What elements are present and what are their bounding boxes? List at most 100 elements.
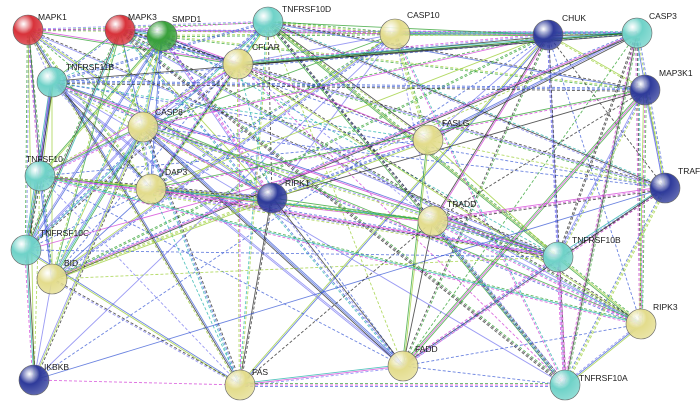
node-fas[interactable]: FAS <box>224 367 268 401</box>
edge-tnfsf10-tnfrsf10b <box>39 175 559 258</box>
edge-layer <box>24 20 667 387</box>
edge-tnfrsf10d-traf2 <box>268 20 666 188</box>
node-circle-tnfrsf10a[interactable] <box>549 369 581 401</box>
node-casp3[interactable]: CASP3 <box>621 11 677 49</box>
edge-casp8-fadd <box>141 127 403 368</box>
edge-tnfrsf11b-faslg <box>51 81 429 141</box>
node-circle-ripk3[interactable] <box>625 308 657 340</box>
node-circle-fadd[interactable] <box>387 350 419 382</box>
node-map3k1[interactable]: MAP3K1 <box>629 68 693 106</box>
node-label-tradd: TRADD <box>447 199 476 209</box>
node-chuk[interactable]: CHUK <box>532 13 586 51</box>
node-mapk3[interactable]: MAPK3 <box>104 12 157 46</box>
edge-mapk1-tnfrsf10c <box>24 29 28 250</box>
node-circle-tradd[interactable] <box>417 205 449 237</box>
node-circle-tnfrsf11b[interactable] <box>36 66 68 98</box>
node-ripk1[interactable]: RIPK1 <box>256 178 310 214</box>
edge-tradd-fadd <box>402 220 434 367</box>
edge-cflar-fas <box>238 63 242 385</box>
node-tnfrsf10a[interactable]: TNFRSF10A <box>549 369 628 401</box>
node-tnfrsf11b[interactable]: TNFRSF11B <box>36 62 114 98</box>
edge-tradd-tnfrsf10b <box>432 221 558 259</box>
node-circle-bid[interactable] <box>36 263 68 295</box>
edge-tradd-tnfrsf10a <box>431 221 565 387</box>
node-circle-casp8[interactable] <box>127 111 159 143</box>
edge-map3k1-fadd <box>401 88 645 366</box>
node-circle-ikbkb[interactable] <box>18 364 50 396</box>
node-tnfrsf10d[interactable]: TNFRSF10D <box>252 4 331 38</box>
edge-casp3-fadd <box>402 32 638 367</box>
edge-map3k1-dap3 <box>150 88 645 189</box>
node-circle-tnfrsf10d[interactable] <box>252 6 284 38</box>
edge-mapk3-tnfrsf10a <box>119 29 566 386</box>
edge-tradd-tnfrsf10a <box>432 220 566 386</box>
node-tnfsf10[interactable]: TNFSF10 <box>24 154 63 192</box>
edge-mapk1-dap3 <box>28 29 152 189</box>
edge-map3k1-ripk3 <box>641 90 647 325</box>
edge-casp3-faslg <box>427 32 638 141</box>
node-circle-mapk3[interactable] <box>104 14 136 46</box>
node-circle-mapk1[interactable] <box>12 14 44 46</box>
node-fadd[interactable]: FADD <box>387 344 438 382</box>
node-cflar[interactable]: CFLAR <box>222 42 280 80</box>
node-casp8[interactable]: CASP8 <box>127 107 183 143</box>
edge-smpd1-tnfsf10 <box>39 35 162 176</box>
edge-casp10-cflar <box>237 33 396 65</box>
node-label-dap3: DAP3 <box>165 167 187 177</box>
node-circle-traf2[interactable] <box>649 172 681 204</box>
edge-tradd-tnfrsf10b <box>433 219 559 257</box>
node-circle-tnfrsf10b[interactable] <box>542 241 574 273</box>
node-circle-casp10[interactable] <box>379 18 411 50</box>
node-circle-chuk[interactable] <box>532 19 564 51</box>
node-smpd1[interactable]: SMPD1 <box>146 14 202 52</box>
edge-chuk-casp8 <box>143 35 549 129</box>
node-tnfrsf10b[interactable]: TNFRSF10B <box>542 235 621 273</box>
edge-fadd-fas <box>239 364 403 385</box>
edge-tnfrsf10b-fadd <box>402 256 559 367</box>
node-tnfrsf10c[interactable]: TNFRSF10C <box>10 228 89 266</box>
edge-chuk-dap3 <box>150 34 549 190</box>
node-casp10[interactable]: CASP10 <box>379 10 440 50</box>
edge-tnfsf10-ripk3 <box>39 175 642 325</box>
node-circle-ripk1[interactable] <box>256 182 288 214</box>
edge-mapk3-traf2 <box>120 28 666 188</box>
node-circle-faslg[interactable] <box>412 124 444 156</box>
node-traf2[interactable]: TRAF2 <box>649 166 700 204</box>
node-ikbkb[interactable]: IKBKB <box>18 362 69 396</box>
edge-mapk1-tnfrsf10b <box>28 28 559 257</box>
edge-tnfsf10-fadd <box>39 175 404 367</box>
edge-ripk1-bid <box>51 196 272 279</box>
edge-smpd1-map3k1 <box>161 36 645 92</box>
node-circle-fas[interactable] <box>224 369 256 401</box>
edge-cflar-dap3 <box>151 64 239 190</box>
node-label-faslg: FASLG <box>442 118 469 128</box>
node-mapk1[interactable]: MAPK1 <box>12 12 67 46</box>
node-circle-dap3[interactable] <box>135 173 167 205</box>
edge-casp3-tnfrsf10b <box>558 33 639 258</box>
edge-casp3-cflar <box>237 31 637 64</box>
node-bid[interactable]: BID <box>36 258 78 295</box>
node-circle-tnfsf10[interactable] <box>24 160 56 192</box>
edge-casp10-casp3 <box>394 32 638 35</box>
edge-casp3-tnfrsf10b <box>556 32 637 257</box>
node-circle-map3k1[interactable] <box>629 74 661 106</box>
edge-tnfrsf10d-tnfrsf10a <box>268 20 567 385</box>
node-ripk3[interactable]: RIPK3 <box>625 302 678 340</box>
node-dap3[interactable]: DAP3 <box>135 167 187 205</box>
node-label-tnfsf10: TNFSF10 <box>26 154 63 164</box>
node-circle-casp3[interactable] <box>621 17 653 49</box>
node-circle-smpd1[interactable] <box>146 20 178 52</box>
edge-chuk-ripk3 <box>547 34 642 325</box>
edge-ripk3-tnfrsf10a <box>565 324 643 387</box>
node-circle-tnfrsf10c[interactable] <box>10 234 42 266</box>
edge-tnfsf10-bid <box>38 176 52 280</box>
node-label-smpd1: SMPD1 <box>172 14 202 24</box>
edge-tnfsf10-fas <box>39 175 241 386</box>
edge-cflar-tnfrsf10c <box>26 64 239 251</box>
node-circle-cflar[interactable] <box>222 48 254 80</box>
node-faslg[interactable]: FASLG <box>412 118 469 156</box>
edge-map3k1-ripk3 <box>640 89 646 325</box>
node-tradd[interactable]: TRADD <box>417 199 476 237</box>
edge-smpd1-faslg <box>161 35 429 141</box>
